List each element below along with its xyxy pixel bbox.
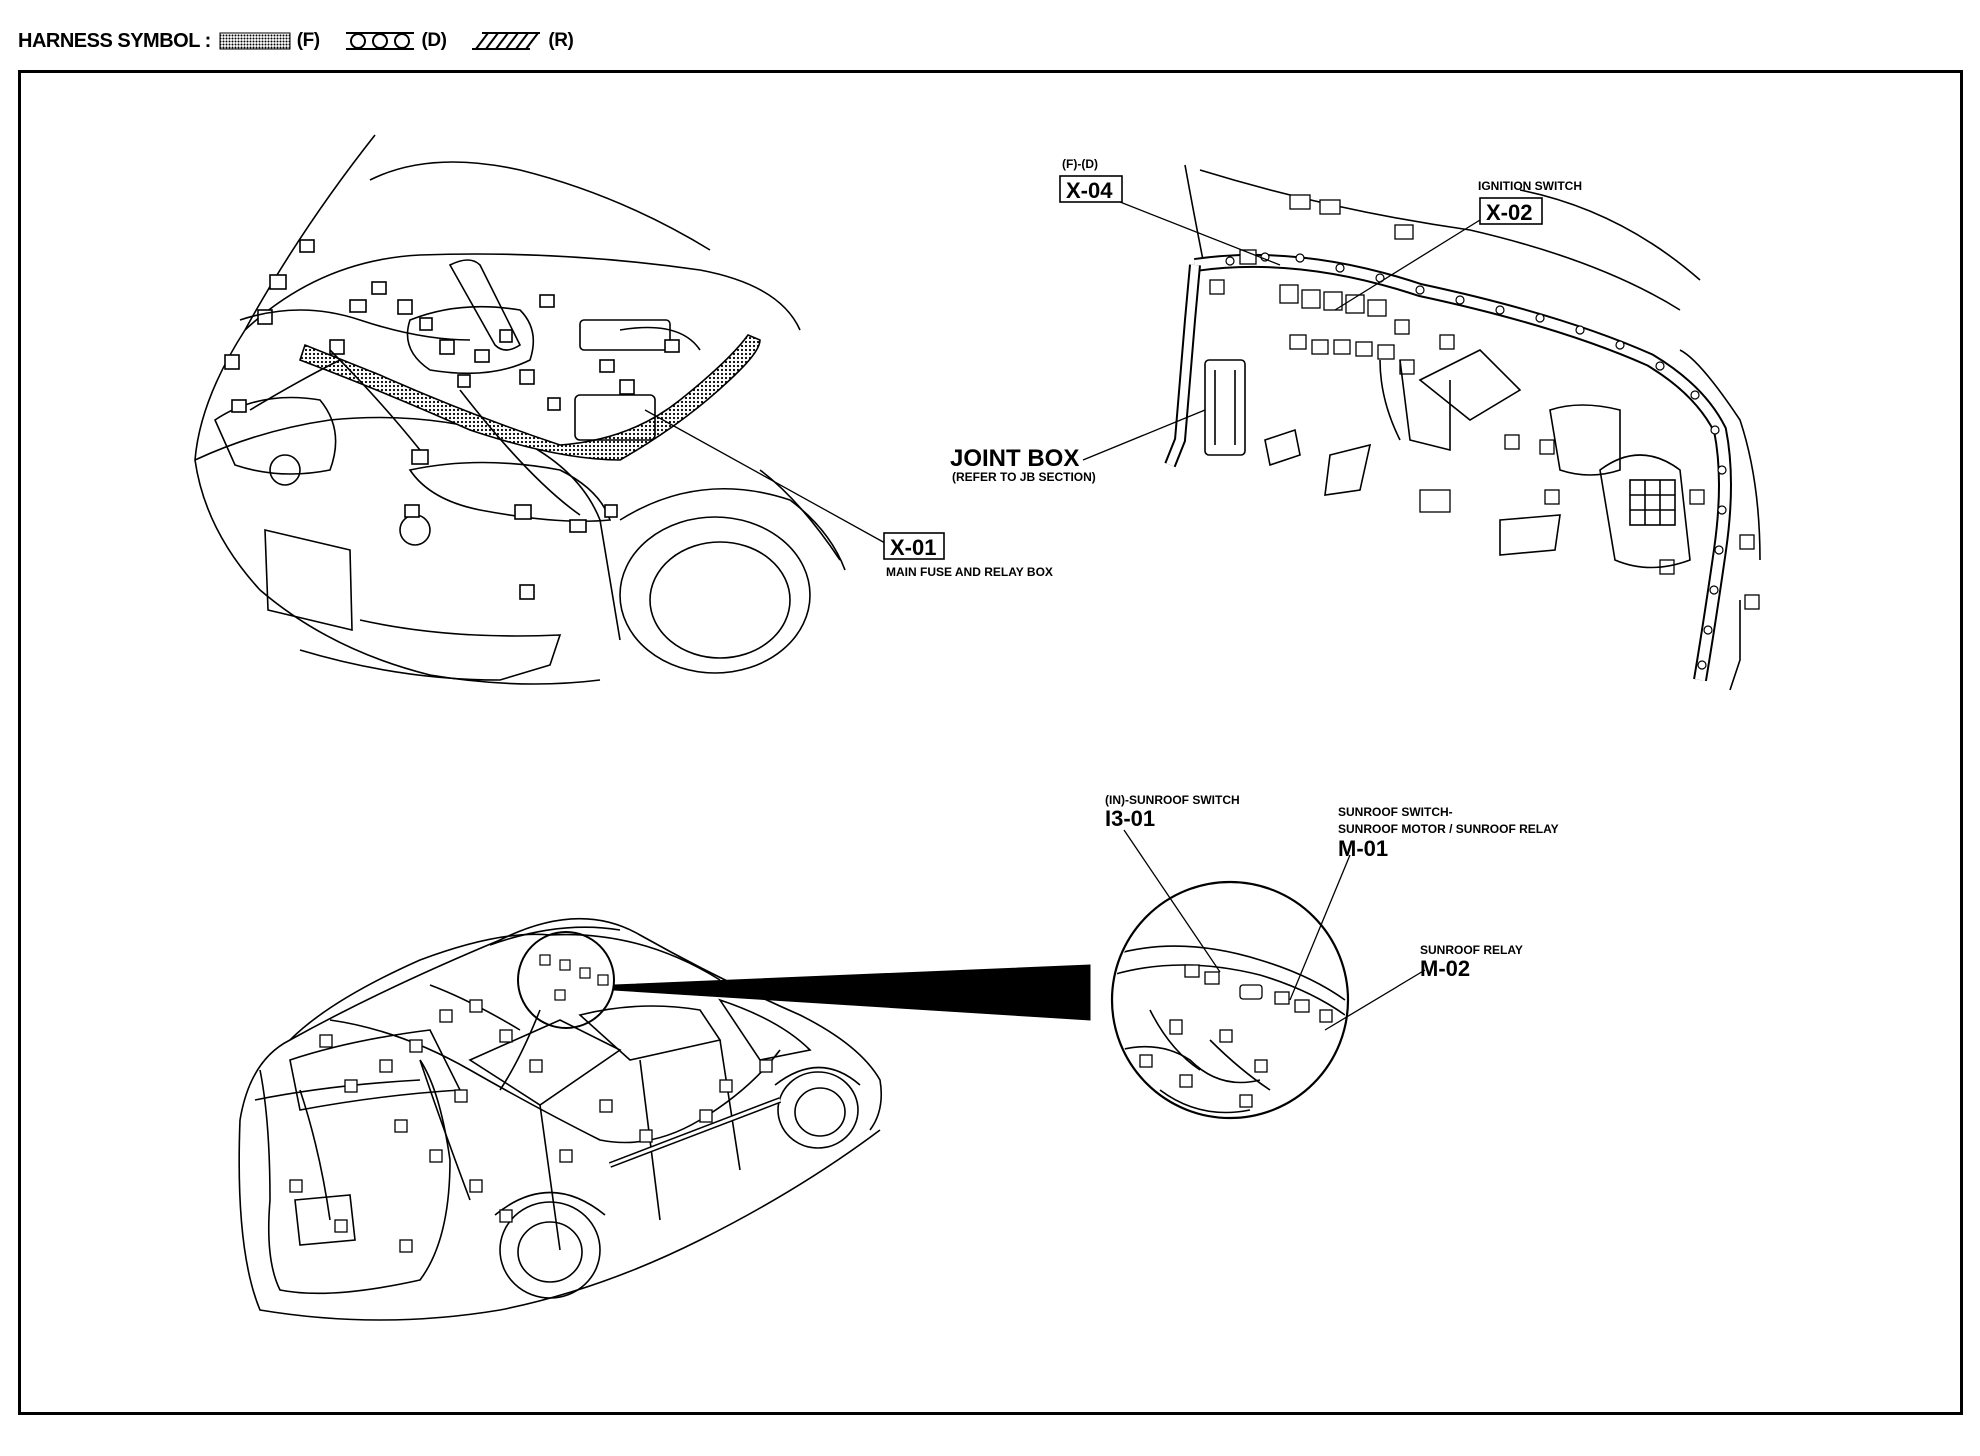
legend-label: HARNESS SYMBOL :	[18, 29, 211, 52]
legend-code-f: (F)	[296, 30, 320, 51]
label-sunroof-switch: SUNROOF SWITCH-	[1338, 805, 1453, 819]
code-x04: X-04	[1066, 178, 1113, 203]
callout-i3-01: (IN)-SUNROOF SWITCH I3-01	[1105, 793, 1240, 831]
code-x02: X-02	[1486, 200, 1532, 225]
circles-harness-symbol	[345, 32, 414, 50]
leader-lines	[644, 199, 1481, 1031]
code-x01: X-01	[890, 535, 936, 560]
callout-x04: (F)-(D) X-04	[1059, 157, 1123, 203]
label-sunroof-motor-relay: SUNROOF MOTOR / SUNROOF RELAY	[1338, 822, 1559, 836]
callout-joint-box: JOINT BOX (REFER TO JB SECTION)	[950, 445, 1096, 484]
dotted-harness-symbol	[219, 32, 291, 50]
callout-x01: X-01 MAIN FUSE AND RELAY BOX	[883, 532, 1053, 579]
vehicle-rear-illustration	[238, 917, 883, 1321]
label-ignition-switch: IGNITION SWITCH	[1478, 179, 1582, 193]
label-refer-jb-section: (REFER TO JB SECTION)	[952, 470, 1096, 484]
dashboard-illustration	[1164, 164, 1761, 691]
legend-code-d: (D)	[421, 30, 447, 51]
harness-circles	[1225, 252, 1727, 670]
label-in-sunroof-switch: (IN)-SUNROOF SWITCH	[1105, 793, 1240, 807]
label-sunroof-relay: SUNROOF RELAY	[1420, 943, 1523, 957]
callout-m-01: SUNROOF SWITCH- SUNROOF MOTOR / SUNROOF …	[1338, 805, 1559, 861]
code-i3-01: I3-01	[1105, 806, 1155, 831]
zoom-beam	[613, 964, 1091, 1021]
legend-code-r: (R)	[548, 30, 574, 51]
hatched-harness-symbol	[472, 32, 541, 50]
sunroof-detail-view	[1110, 880, 1350, 1120]
label-joint-box: JOINT BOX	[950, 445, 1079, 472]
label-main-fuse-relay-box: MAIN FUSE AND RELAY BOX	[886, 565, 1053, 579]
callout-x02: IGNITION SWITCH X-02	[1478, 179, 1582, 225]
code-m-01: M-01	[1338, 836, 1388, 861]
code-m-02: M-02	[1420, 956, 1470, 981]
engine-compartment-illustration	[194, 134, 846, 685]
diagram-frame	[18, 70, 1963, 1415]
harness-code-f-d: (F)-(D)	[1062, 157, 1098, 171]
callout-m-02: SUNROOF RELAY M-02	[1420, 943, 1523, 981]
harness-symbol-legend: HARNESS SYMBOL : (F) (D) (R)	[18, 26, 595, 56]
